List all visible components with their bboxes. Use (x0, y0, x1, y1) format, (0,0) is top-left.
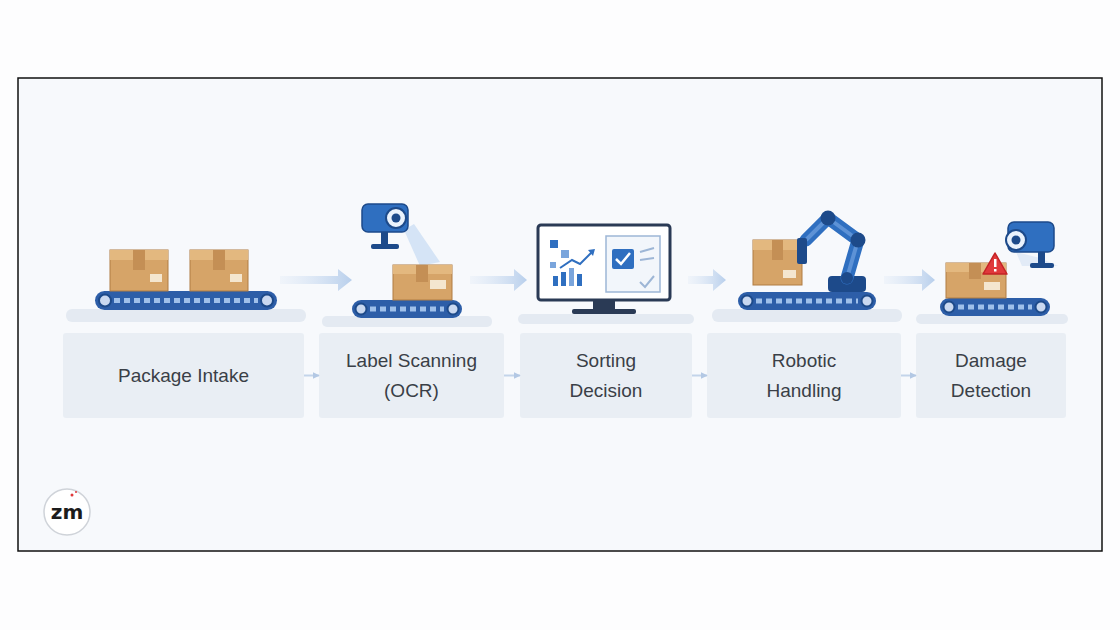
logo-badge (44, 489, 90, 535)
process-box: Label Scanning (OCR) (319, 333, 504, 418)
process-box: Sorting Decision (520, 333, 692, 418)
process-box: Robotic Handling (707, 333, 901, 418)
package-box (190, 250, 248, 291)
flow-connector (901, 375, 916, 377)
frame (18, 78, 1102, 551)
inspect-conveyor (916, 298, 1068, 324)
process-box: Damage Detection (916, 333, 1066, 418)
robot-conveyor (712, 292, 902, 322)
package-box (753, 240, 802, 285)
stage-label: Label Scanning (OCR) (337, 346, 487, 406)
flow-connector (304, 375, 319, 377)
stage-label: Robotic Handling (749, 346, 859, 406)
intake-conveyor (66, 291, 306, 322)
inspection-camera (1006, 222, 1058, 268)
warning-symbol (983, 253, 1007, 274)
flow-connector (692, 375, 707, 377)
stage-label: Sorting Decision (551, 346, 661, 406)
robot-arm (797, 211, 866, 293)
package-box (110, 250, 168, 291)
process-box: Package Intake (63, 333, 304, 418)
scan-conveyor (322, 300, 492, 327)
flow-connector (504, 375, 520, 377)
decision-monitor (518, 225, 694, 324)
logo-text: zm (44, 489, 90, 535)
package-box (393, 265, 452, 300)
scan-beam (404, 224, 440, 266)
stage-label: Package Intake (118, 361, 249, 391)
scanner-camera (362, 204, 408, 249)
stage-label: Damage Detection (936, 346, 1046, 406)
